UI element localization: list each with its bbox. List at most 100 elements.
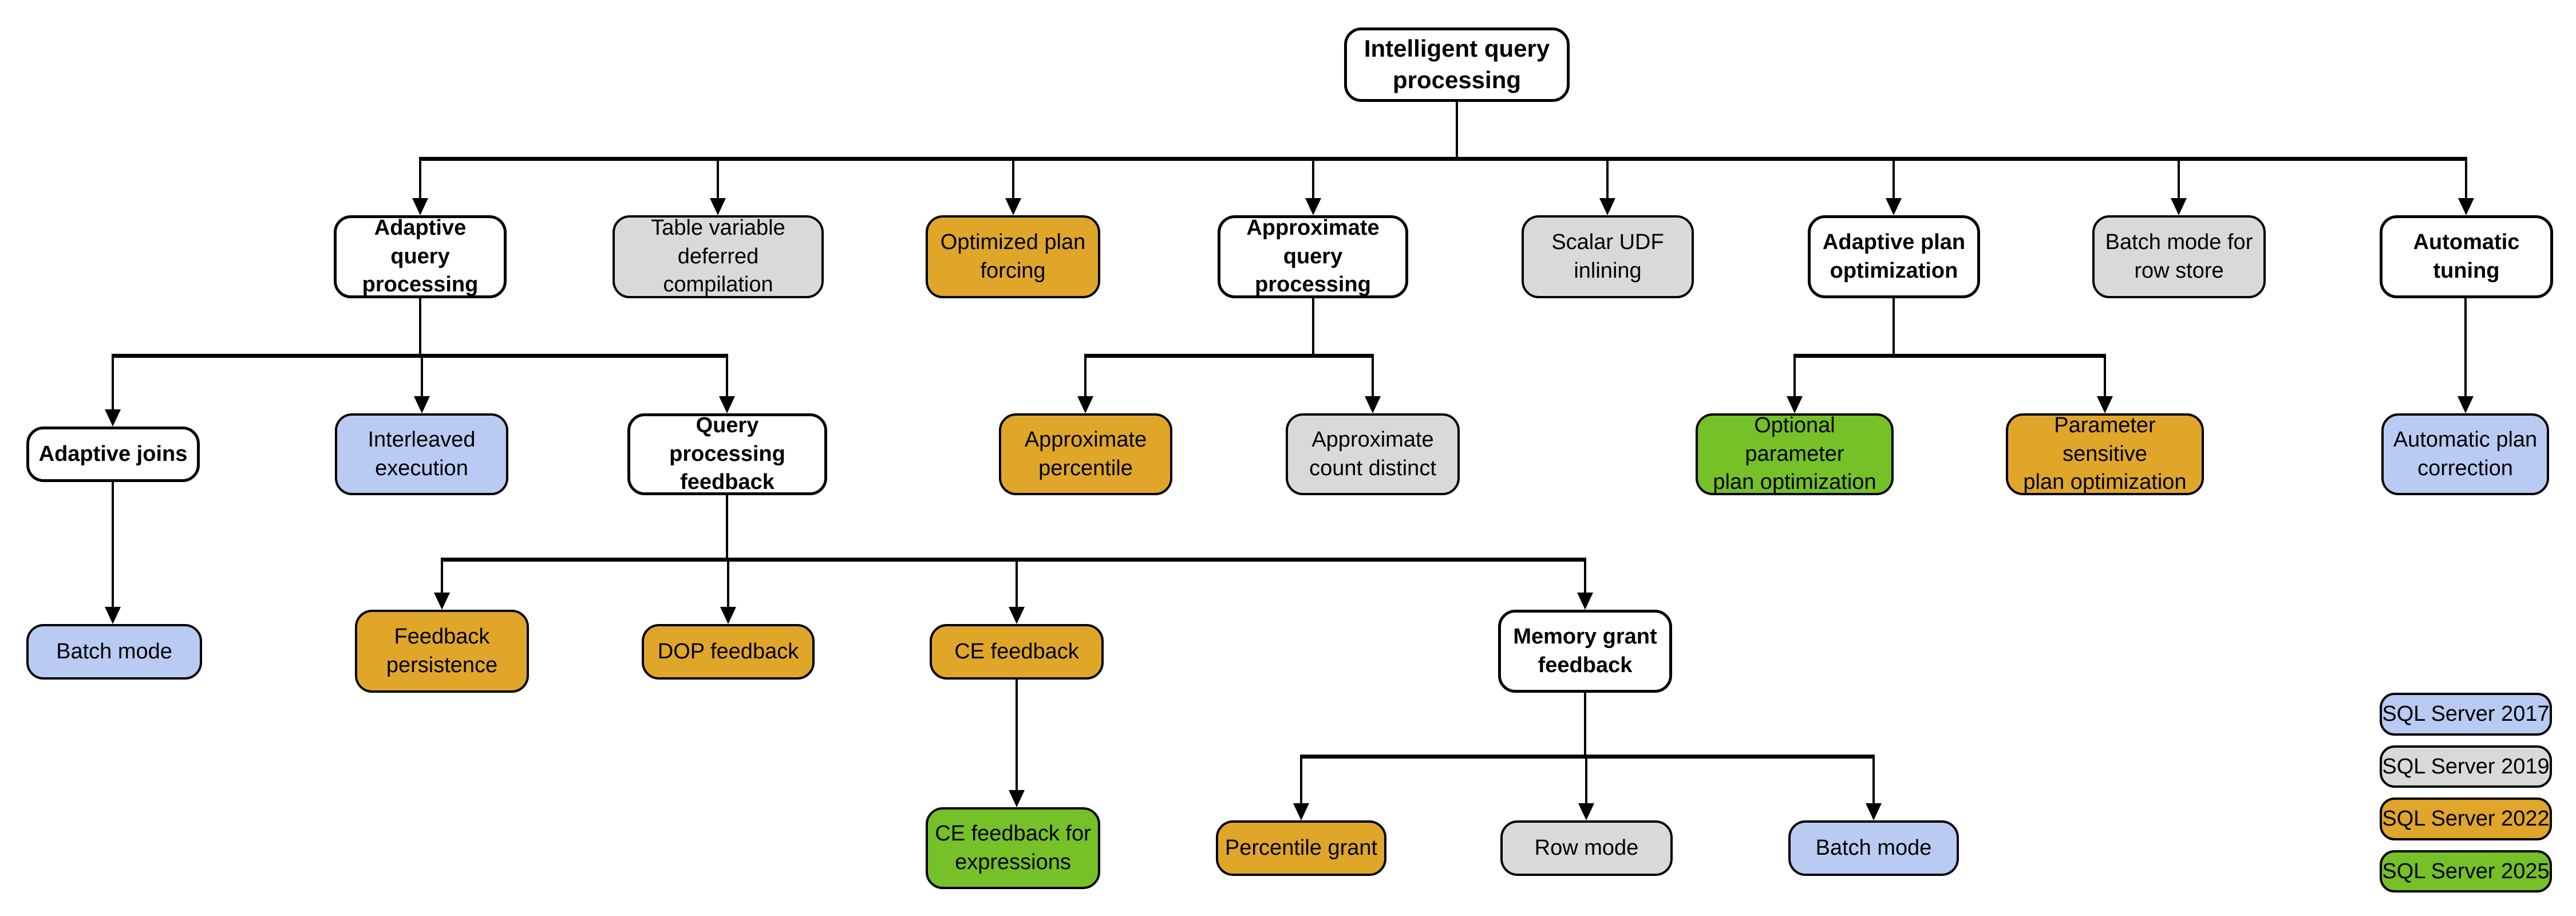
node-approximate-query-processing: Approximate query processing (1218, 215, 1408, 298)
node-automatic-tuning: Automatic tuning (2380, 215, 2553, 298)
connector-bus (419, 157, 2467, 161)
node-label: Intelligent query processing (1364, 35, 1550, 93)
connector-line (1312, 298, 1314, 356)
node-adaptive-query-processing: Adaptive query processing (334, 215, 507, 298)
node-label: Feedback persistence (386, 625, 498, 677)
arrowhead-down-icon (1305, 198, 1321, 215)
node-label: Scalar UDF inlining (1551, 230, 1664, 283)
node-memory-grant-feedback: Memory grant feedback (1498, 610, 1672, 693)
arrowhead-down-icon (2458, 198, 2474, 215)
arrowhead-down-icon (1866, 803, 1882, 820)
node-label: CE feedback (954, 639, 1079, 664)
node-interleaved-execution: Interleaved execution (335, 413, 508, 495)
node-label: Batch mode for row store (2105, 230, 2253, 283)
connector-line (717, 159, 719, 199)
node-label: Adaptive joins (38, 441, 188, 466)
arrowhead-down-icon (720, 607, 736, 624)
connector-line (419, 159, 421, 199)
connector-line (2104, 356, 2106, 397)
node-adaptive-plan-optimization: Adaptive plan optimization (1808, 215, 1980, 298)
node-label: Memory grant feedback (1513, 625, 1657, 677)
node-label: Query processing feedback (669, 413, 785, 495)
arrowhead-down-icon (2458, 396, 2474, 413)
node-label: Interleaved execution (368, 428, 476, 480)
connector-line (726, 495, 728, 559)
node-scalar-udf-inlining: Scalar UDF inlining (1522, 215, 1694, 298)
node-label: Table variable deferred compilation (651, 216, 785, 297)
node-label: DOP feedback (657, 639, 799, 664)
connector-bus (441, 558, 1586, 562)
connector-line (2465, 159, 2467, 199)
arrowhead-down-icon (1577, 593, 1593, 610)
connector-line (1312, 159, 1314, 199)
arrowhead-down-icon (1077, 396, 1093, 413)
arrowhead-down-icon (434, 593, 450, 610)
node-label: Batch mode (56, 639, 172, 664)
connector-line (1016, 559, 1018, 608)
connector-bus (1300, 755, 1875, 759)
node-label: Optimized plan forcing (940, 230, 1086, 283)
node-query-processing-feedback: Query processing feedback (627, 413, 827, 495)
node-row-mode: Row mode (1500, 820, 1673, 876)
node-label: Adaptive plan optimization (1822, 230, 1966, 283)
node-percentile-grant: Percentile grant (1216, 820, 1386, 876)
legend-label: SQL Server 2019 (2382, 754, 2550, 779)
node-label: Batch mode (1815, 835, 1932, 860)
node-ce-feedback-for-expressions: CE feedback for expressions (926, 807, 1100, 889)
arrowhead-down-icon (414, 396, 430, 413)
connector-line (1584, 693, 1586, 756)
node-feedback-persistence: Feedback persistence (355, 610, 529, 693)
connector-line (441, 559, 443, 594)
node-label: Percentile grant (1224, 835, 1378, 860)
connector-line (1893, 298, 1895, 356)
node-adaptive-joins: Adaptive joins (26, 427, 200, 482)
connector-line (1372, 356, 1374, 397)
arrowhead-down-icon (1293, 803, 1309, 820)
connector-line (1585, 756, 1587, 804)
connector-line (1300, 756, 1302, 804)
legend-label: SQL Server 2025 (2382, 859, 2550, 883)
node-batch-mode-for-row-store: Batch mode for row store (2092, 215, 2266, 298)
arrowhead-down-icon (719, 396, 735, 413)
arrowhead-down-icon (1005, 198, 1021, 215)
connector-line (112, 356, 114, 410)
connector-line (112, 482, 114, 608)
connector-line (1606, 159, 1609, 199)
node-label: Approximate query processing (1246, 216, 1380, 297)
connector-line (2178, 159, 2180, 199)
connector-line (1584, 559, 1586, 594)
node-parameter-sensitive-plan-optimization: Parameter sensitive plan optimization (2006, 413, 2204, 495)
connector-line (1872, 756, 1875, 804)
node-label: Row mode (1534, 835, 1639, 860)
arrowhead-down-icon (105, 409, 121, 427)
node-label: Parameter sensitive plan optimization (2023, 413, 2187, 495)
connector-line (1084, 356, 1086, 397)
connector-line (1456, 102, 1458, 159)
arrowhead-down-icon (1886, 198, 1902, 215)
connector-bus (1793, 354, 2106, 358)
connector-line (419, 298, 421, 356)
connector-bus (112, 354, 728, 358)
node-approximate-percentile: Approximate percentile (999, 413, 1172, 495)
node-optional-parameter-plan-optimization: Optional parameter plan optimization (1696, 413, 1894, 495)
connector-bus (1084, 354, 1374, 358)
connector-line (2464, 298, 2467, 397)
node-batch-mode-memory-grant: Batch mode (1788, 820, 1959, 876)
node-table-variable-deferred-compilation: Table variable deferred compilation (613, 215, 824, 298)
connector-line (1793, 356, 1796, 397)
connector-line (1893, 159, 1895, 199)
legend-sql-server-2019: SQL Server 2019 (2380, 745, 2552, 788)
arrowhead-down-icon (1009, 790, 1025, 807)
node-label: Optional parameter plan optimization (1713, 413, 1876, 495)
node-dop-feedback: DOP feedback (642, 624, 815, 680)
arrowhead-down-icon (1599, 198, 1615, 215)
arrowhead-down-icon (1578, 803, 1594, 820)
node-ce-feedback: CE feedback (930, 624, 1104, 680)
node-label: Adaptive query processing (362, 216, 479, 297)
arrowhead-down-icon (105, 607, 121, 624)
node-optimized-plan-forcing: Optimized plan forcing (926, 215, 1100, 298)
arrowhead-down-icon (2171, 198, 2187, 215)
arrowhead-down-icon (1787, 396, 1803, 413)
connector-line (727, 559, 729, 608)
